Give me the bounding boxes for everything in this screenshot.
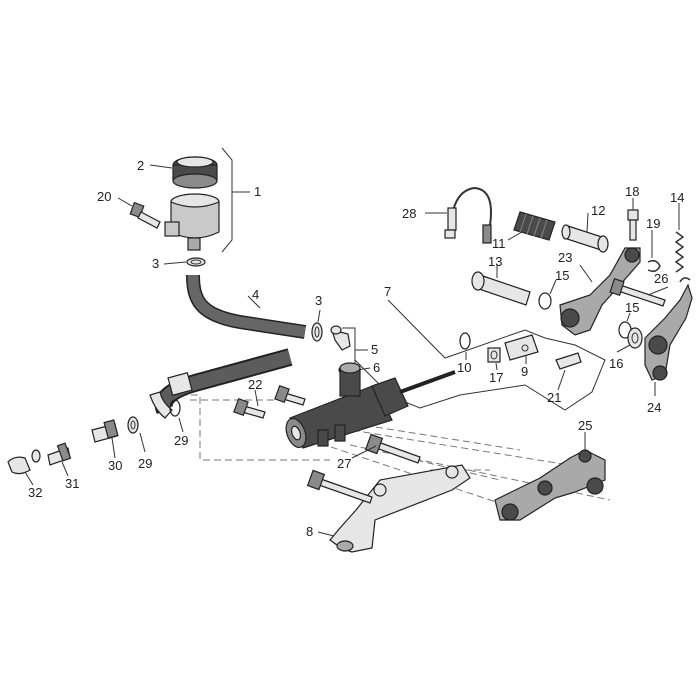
washer-29 <box>127 416 139 434</box>
bolt-26 <box>609 278 666 307</box>
callout-1: 1 <box>254 184 261 199</box>
callout-8: 8 <box>306 524 313 539</box>
callout-10: 10 <box>457 360 471 375</box>
callout-4: 4 <box>252 287 259 302</box>
reservoir-cap <box>172 156 218 189</box>
o-ring-15a <box>538 292 552 310</box>
callout-21: 21 <box>547 390 561 405</box>
washer-16 <box>627 327 643 349</box>
callout-28: 28 <box>402 206 416 221</box>
hose-clamp-lower <box>311 322 323 342</box>
leader-27 <box>351 445 377 459</box>
bolts-22 <box>233 384 306 419</box>
pivot-pin-13 <box>471 271 531 306</box>
leader-31 <box>61 461 69 477</box>
switch-sensor-28 <box>444 186 492 244</box>
callout-11: 11 <box>492 236 506 251</box>
leader-3b <box>317 309 321 323</box>
callout-22: 22 <box>248 377 262 392</box>
reservoir-bolt <box>129 201 161 229</box>
leader-21 <box>557 369 566 391</box>
callout-30: 30 <box>108 458 122 473</box>
leader-8 <box>317 531 335 537</box>
leader-22 <box>254 389 259 407</box>
callout-20: 20 <box>97 189 111 204</box>
callout-7: 7 <box>384 284 391 299</box>
clip-19 <box>647 259 661 273</box>
callout-19: 19 <box>646 216 660 231</box>
callout-25: 25 <box>578 418 592 433</box>
callout-16: 16 <box>609 356 623 371</box>
callout-3b: 3 <box>315 293 322 308</box>
leader-4 <box>247 295 261 309</box>
callout-26: 26 <box>654 271 668 286</box>
leader-15a <box>549 279 557 295</box>
callout-labels: 1 2 3 4 5 6 7 8 9 10 11 12 13 14 15 15 1… <box>28 158 684 539</box>
leader-15b <box>626 312 631 322</box>
screw-18 <box>627 209 639 241</box>
callout-13: 13 <box>488 254 502 269</box>
footpeg-rubber-11 <box>513 211 556 241</box>
leader-16 <box>616 344 631 353</box>
bleed-cap-32 <box>7 449 41 475</box>
footrest-bracket <box>494 449 606 521</box>
footpeg-12 <box>561 224 609 253</box>
leader-2 <box>149 164 173 169</box>
elbow-fitting <box>330 325 351 351</box>
clutch-master-cylinder <box>285 362 456 449</box>
spring-14 <box>674 231 685 273</box>
callout-31: 31 <box>65 476 79 491</box>
mounting-bracket <box>329 464 471 553</box>
callout-9: 9 <box>521 364 528 379</box>
leader-3a <box>163 261 187 265</box>
callout-5: 5 <box>371 342 378 357</box>
callout-3a: 3 <box>152 256 159 271</box>
callout-29a: 29 <box>174 433 188 448</box>
clutch-hose <box>149 348 293 419</box>
banjo-bolt-30 <box>91 419 119 443</box>
callout-17: 17 <box>489 370 503 385</box>
callout-18: 18 <box>625 184 639 199</box>
callout-15a: 15 <box>555 268 569 283</box>
callout-24: 24 <box>647 400 661 415</box>
leader-29a <box>178 417 184 433</box>
leader-29b <box>139 432 146 453</box>
leader-20 <box>117 197 133 207</box>
leader-12 <box>586 212 589 233</box>
callout-32: 32 <box>28 485 42 500</box>
callout-15b: 15 <box>625 300 639 315</box>
callout-23: 23 <box>558 250 572 265</box>
callout-12: 12 <box>591 203 605 218</box>
o-ring-10 <box>459 332 471 350</box>
callout-29b: 29 <box>138 456 152 471</box>
bleed-valve-31 <box>47 442 72 466</box>
bracket-group-1 <box>221 147 233 253</box>
leader-30 <box>111 437 116 459</box>
hose-clamp-upper <box>186 257 206 267</box>
nut-17 <box>487 347 501 363</box>
brake-lever-24 <box>644 277 693 381</box>
callout-2: 2 <box>137 158 144 173</box>
leader-32 <box>24 471 34 486</box>
leader-26 <box>647 286 669 296</box>
leader-23 <box>579 264 593 283</box>
bolts-27 <box>306 433 421 504</box>
pin-21 <box>555 352 582 370</box>
shift-lever-23 <box>559 247 641 336</box>
callout-6: 6 <box>373 360 380 375</box>
callout-14: 14 <box>670 190 684 205</box>
fluid-reservoir <box>164 193 220 251</box>
callout-27: 27 <box>337 456 351 471</box>
clevis-9 <box>504 334 539 361</box>
leader-11 <box>507 231 523 241</box>
leader-17 <box>495 362 498 371</box>
